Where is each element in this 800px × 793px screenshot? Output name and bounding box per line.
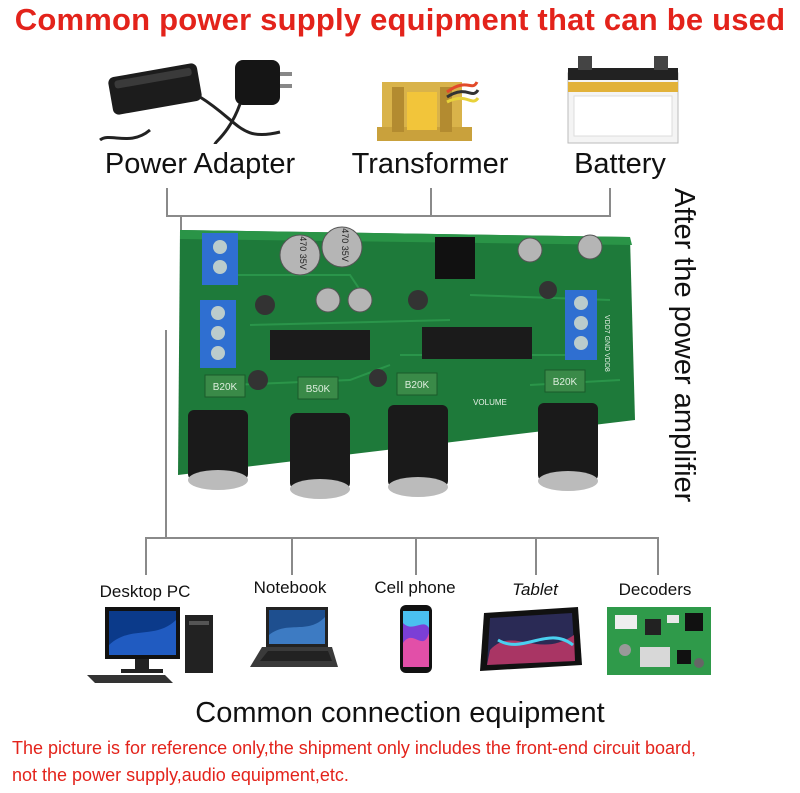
volume-label: VOLUME	[473, 398, 507, 407]
knob[interactable]	[388, 405, 448, 497]
source-label-battery: Battery	[574, 148, 666, 180]
tablet-icon	[480, 607, 582, 671]
connector-line	[430, 188, 432, 216]
knob[interactable]	[290, 413, 350, 499]
connector-line	[166, 188, 168, 216]
footer-note-line1: The picture is for reference only,the sh…	[12, 738, 697, 758]
connection-title: Common connection equipment	[195, 697, 605, 729]
edge-label: VDD7 GND VDD8	[603, 315, 610, 372]
power-adapter-icon	[99, 60, 292, 145]
notebook-icon	[250, 607, 338, 667]
decoder-board-icon	[607, 607, 711, 675]
knob-label: B20K	[405, 380, 430, 391]
transformer-icon	[377, 81, 480, 141]
knob[interactable]	[538, 403, 598, 491]
cap-label: 470 35V	[340, 228, 350, 262]
connector-line	[415, 537, 417, 575]
knob[interactable]	[188, 410, 248, 490]
battery-icon	[567, 56, 679, 144]
knob-label: B20K	[213, 382, 238, 393]
knob-label: B20K	[553, 377, 578, 388]
connector-line	[145, 537, 147, 575]
cap-label: 470 35V	[298, 236, 308, 270]
connector-line	[609, 188, 611, 216]
connector-line	[657, 537, 659, 575]
side-text: After the power amplifier	[668, 188, 700, 503]
device-label-notebook: Notebook	[253, 578, 327, 597]
device-label-tablet: Tablet	[512, 580, 558, 599]
cell-phone-icon	[400, 605, 432, 673]
knob-label: B50K	[306, 384, 331, 395]
circuit-board: 470 35V 470 35V VOLUME VDD7 GND VDD8 B20…	[178, 226, 635, 499]
connector-line	[166, 215, 611, 217]
connector-line	[291, 537, 293, 575]
footer-note-line2: not the power supply,audio equipment,etc…	[12, 765, 349, 785]
connector-line	[535, 537, 537, 575]
connector-line	[165, 330, 167, 538]
connector-line	[145, 537, 659, 539]
device-label-decoders: Decoders	[618, 580, 692, 599]
source-label-power-adapter: Power Adapter	[104, 148, 296, 180]
device-label-cell-phone: Cell phone	[374, 578, 456, 597]
source-label-transformer: Transformer	[351, 148, 509, 180]
device-label-desktop-pc: Desktop PC	[99, 582, 191, 601]
desktop-pc-icon	[87, 607, 213, 683]
page-title: Common power supply equipment that can b…	[14, 2, 786, 37]
